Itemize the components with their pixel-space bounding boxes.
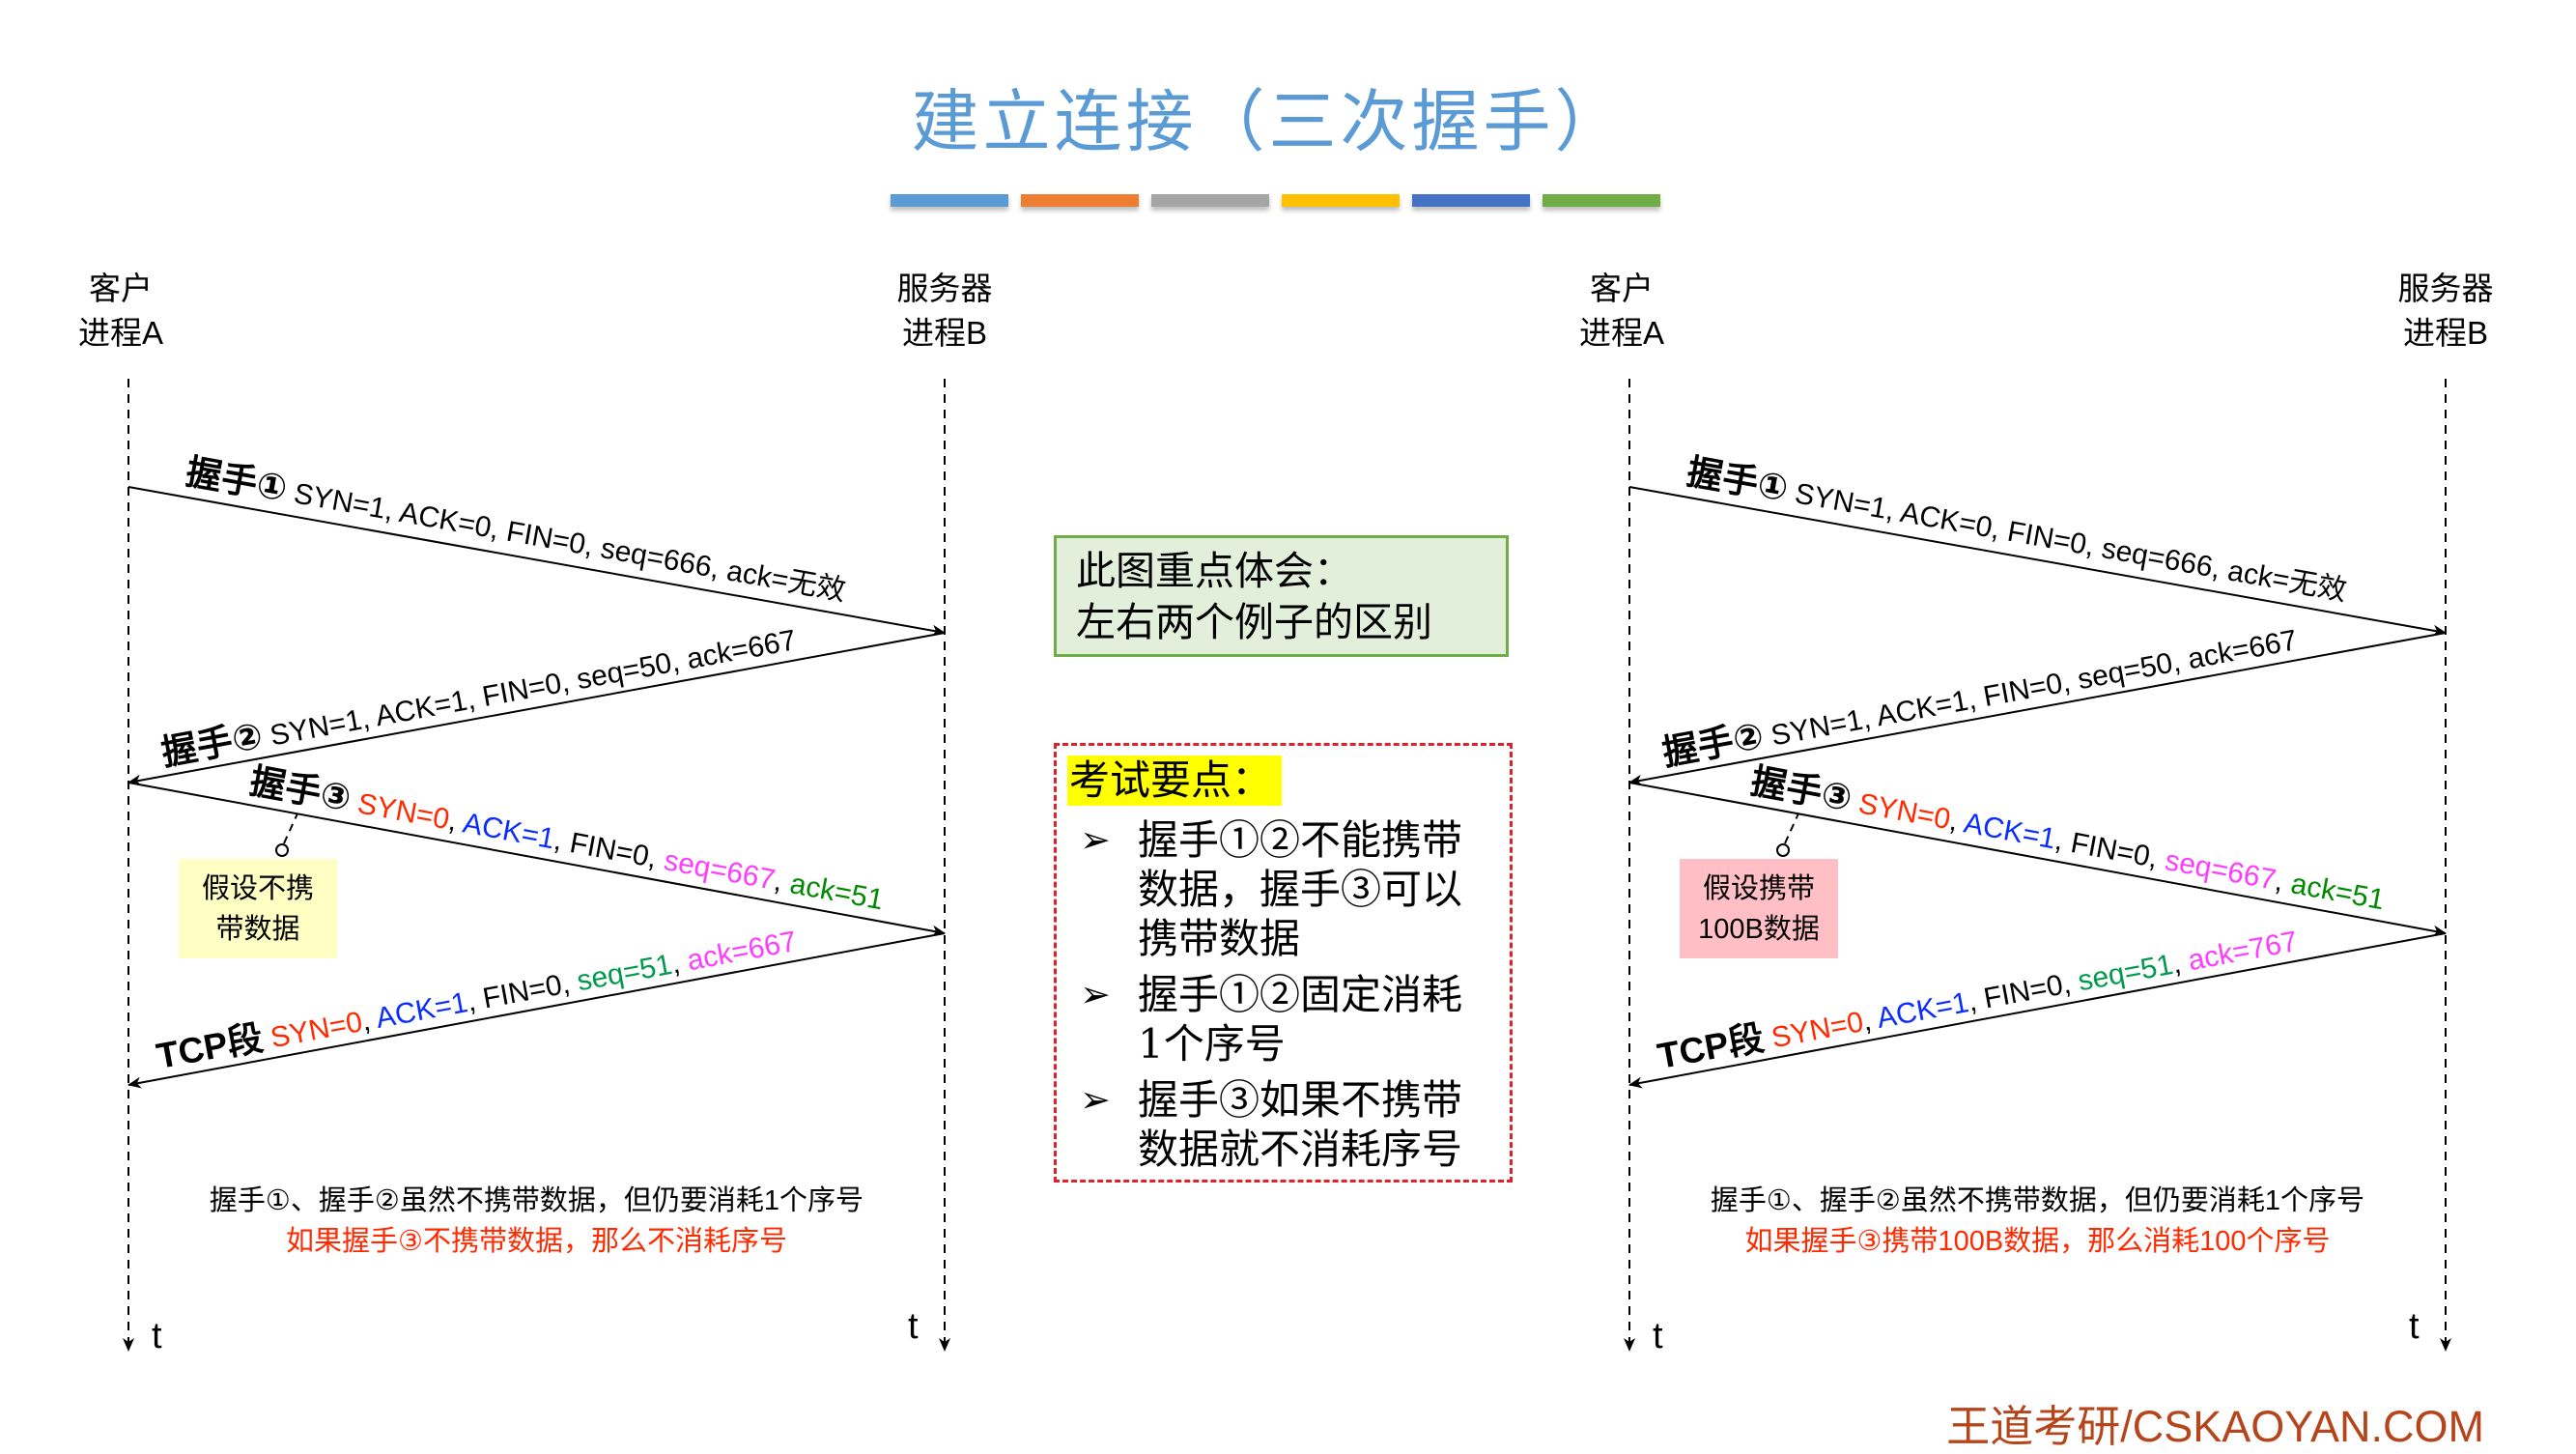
server-label-line: 服务器 <box>2397 271 2494 306</box>
focus-line: 此图重点体会： <box>1076 548 1353 594</box>
server-label-line: 服务器 <box>896 271 993 306</box>
server-time-label: t <box>2409 1306 2420 1347</box>
client-label-line: 客户 <box>1590 271 1654 306</box>
page-title: 建立连接（三次握手） <box>911 82 1627 161</box>
title-color-bar <box>1021 194 1139 207</box>
client-label-line: 进程A <box>1578 315 1664 351</box>
note-line: 假设不携 <box>201 872 314 904</box>
exam-point-line: 携带数据 <box>1138 915 1301 962</box>
handshake-1-arrow <box>1628 486 2447 637</box>
note-line: 假设携带 <box>1702 872 1815 904</box>
handshake-2-arrow <box>1628 632 2447 786</box>
server-time-label: t <box>908 1306 919 1347</box>
exam-point-line: 握手①②不能携带 <box>1138 816 1463 864</box>
note-anchor <box>1776 843 1790 857</box>
arrowhead-bullet-icon: ➢ <box>1080 1078 1111 1121</box>
server-label-line: 进程B <box>901 315 987 351</box>
focus-box: 此图重点体会： 左右两个例子的区别 <box>1054 535 1509 657</box>
arrowhead-bullet-icon: ➢ <box>1080 818 1111 861</box>
title-color-bar <box>1543 194 1660 207</box>
client-label: 客户进程A <box>1525 267 1718 356</box>
note-anchor <box>275 843 289 857</box>
server-label: 服务器进程B <box>848 267 1041 356</box>
client-label: 客户进程A <box>24 267 217 356</box>
exam-points-heading: 考试要点： <box>1067 756 1283 806</box>
data-assumption-note: 假设携带 100B数据 <box>1680 859 1838 958</box>
handshake-3-arrow <box>127 782 946 937</box>
exam-point-line: 1个序号 <box>1138 1020 1286 1068</box>
client-time-label: t <box>152 1316 162 1356</box>
exam-point-line: 数据，握手③可以 <box>1138 866 1463 913</box>
title-color-bar <box>891 194 1008 207</box>
handshake-1-arrow <box>127 486 946 637</box>
note-line: 带数据 <box>215 913 300 945</box>
footer-brand: 王道考研/CSKAOYAN.COM <box>1946 1402 2484 1451</box>
server-label-line: 进程B <box>2402 315 2488 351</box>
focus-line: 左右两个例子的区别 <box>1076 599 1432 645</box>
client-time-label: t <box>1653 1316 1663 1356</box>
data-assumption-note: 假设不携带数据 <box>179 859 337 958</box>
footnote-line-2: 如果握手③不携带数据，那么不消耗序号 <box>286 1226 787 1257</box>
exam-point-line: 握手①②固定消耗 <box>1138 971 1463 1018</box>
footnote-line-1: 握手①、握手②虽然不携带数据，但仍要消耗1个序号 <box>209 1185 864 1216</box>
client-label-line: 进程A <box>77 315 163 351</box>
handshake-2-arrow <box>127 632 946 786</box>
arrowhead-bullet-icon: ➢ <box>1080 973 1111 1015</box>
title-color-bar <box>1151 194 1269 207</box>
client-label-line: 客户 <box>89 271 153 306</box>
handshake-3-arrow <box>1628 782 2447 937</box>
footnote-line-2: 如果握手③携带100B数据，那么消耗100个序号 <box>1744 1226 2331 1257</box>
tcp-segment-arrow <box>1628 932 2447 1089</box>
tcp-segment-arrow <box>127 932 946 1089</box>
note-line: 100B数据 <box>1698 913 1820 945</box>
title-color-bar <box>1282 194 1400 207</box>
server-label: 服务器进程B <box>2349 267 2542 356</box>
exam-point-line: 握手③如果不携带 <box>1138 1076 1463 1124</box>
exam-point-line: 数据就不消耗序号 <box>1138 1126 1463 1173</box>
footnote-line-1: 握手①、握手②虽然不携带数据，但仍要消耗1个序号 <box>1710 1185 2365 1216</box>
title-color-bar <box>1412 194 1530 207</box>
note-connector <box>1784 813 1799 844</box>
note-connector <box>283 813 298 844</box>
